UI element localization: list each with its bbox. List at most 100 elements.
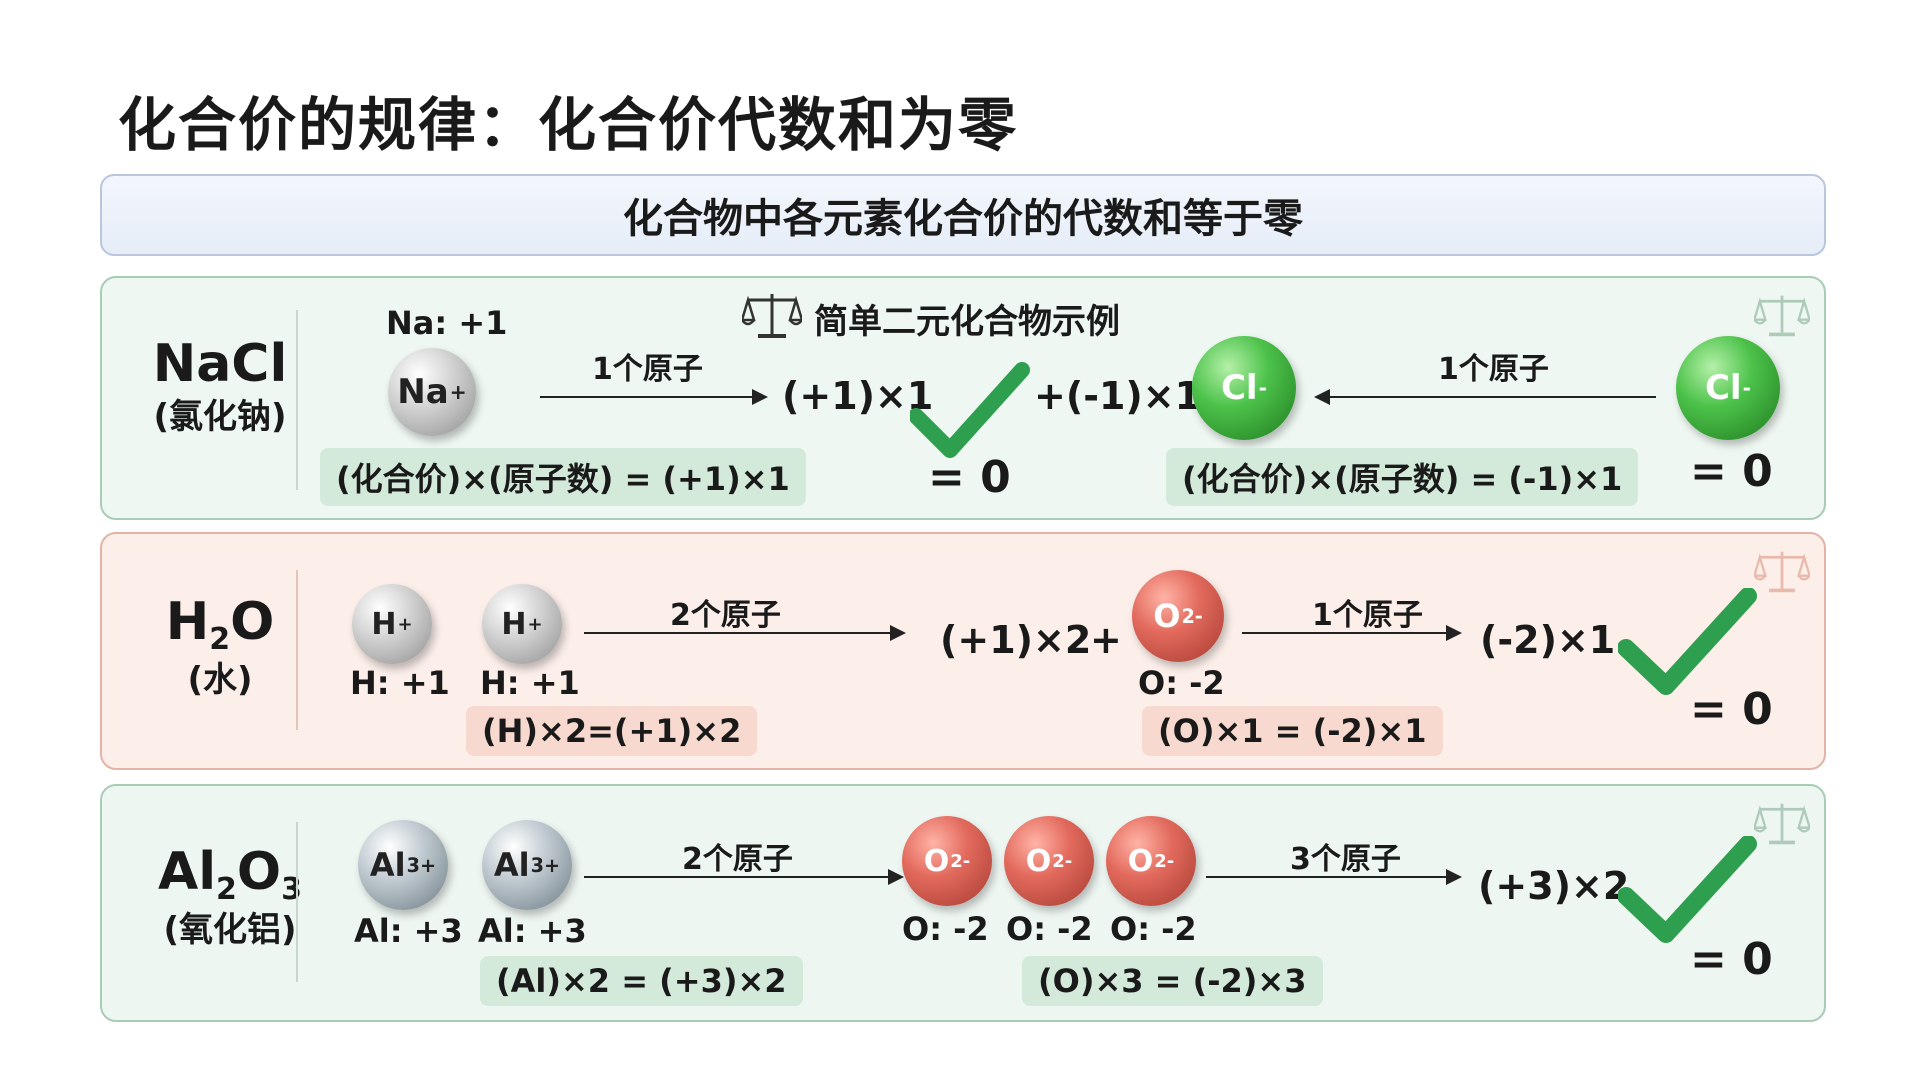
formula-h2o: H2O (水) — [120, 592, 320, 700]
formula-al2o3-sub1: 2 — [216, 872, 237, 907]
al2o3-arrow2-label: 3个原子 — [1290, 842, 1401, 877]
check-icon — [910, 362, 1030, 458]
h-label-2: H: +1 — [480, 664, 580, 702]
scale-icon-faint — [1754, 295, 1810, 337]
nacl-term1: (+1)×1 — [782, 374, 934, 418]
scale-icon-faint — [1754, 551, 1810, 593]
formula-nacl: NaCl (氯化钠) — [120, 334, 320, 438]
nacl-eq-right: = 0 — [1690, 446, 1773, 497]
cl-atom-center: Cl- — [1192, 336, 1296, 440]
al2o3-box-left: (Al)×2 = (+3)×2 — [480, 956, 803, 1006]
al-atom-2-symbol: Al — [493, 846, 530, 884]
cl-atom-right: Cl- — [1676, 336, 1780, 440]
o-atom-3-charge: 2- — [1154, 850, 1175, 872]
o-label-3: O: -2 — [1110, 910, 1197, 948]
formula-h2o-sub: 2 — [209, 622, 231, 657]
h-atom-1: H+ — [352, 584, 432, 664]
nacl-box-left: (化合价)×(原子数) = (+1)×1 — [320, 448, 806, 506]
al-label-2: Al: +3 — [478, 912, 587, 950]
al2o3-arrow1 — [584, 869, 904, 885]
o-atom-1-charge: 2- — [950, 850, 971, 872]
h-atom-2-symbol: H — [501, 606, 527, 642]
al-atom-2-charge: 3+ — [530, 853, 561, 877]
cl-atom-right-charge: - — [1742, 376, 1752, 400]
nacl-arrow1 — [540, 389, 768, 405]
nacl-term2: +(-1)×1 — [1034, 374, 1202, 418]
na-atom-charge: + — [449, 380, 467, 404]
nacl-arrow1-label: 1个原子 — [592, 352, 703, 387]
scale-icon — [742, 294, 802, 338]
scale-icon-faint — [1754, 803, 1810, 845]
formula-al2o3-cn: (氧化铝) — [163, 910, 297, 950]
h2o-arrow2-label: 1个原子 — [1312, 598, 1423, 633]
cl-atom-center-symbol: Cl — [1220, 368, 1258, 408]
o-label-2: O: -2 — [1006, 910, 1093, 948]
panel-divider — [296, 570, 298, 730]
h-atom-1-charge: + — [397, 613, 413, 635]
al2o3-eq: = 0 — [1690, 934, 1773, 985]
al-atom-1-symbol: Al — [369, 846, 406, 884]
formula-h2o-cn: (水) — [187, 660, 253, 700]
h2o-eq: = 0 — [1690, 684, 1773, 735]
o-atom-2-charge: 2- — [1052, 850, 1073, 872]
h2o-plus: + — [1090, 618, 1122, 662]
nacl-arrow2-label: 1个原子 — [1438, 352, 1549, 387]
formula-al2o3-sub2: 3 — [281, 872, 303, 907]
h2o-box-right: (O)×1 = (-2)×1 — [1142, 706, 1443, 756]
h-atom-2-charge: + — [527, 613, 543, 635]
al2o3-term1: (+3)×2 — [1478, 864, 1630, 908]
al2o3-box-right: (O)×3 = (-2)×3 — [1022, 956, 1323, 1006]
panel-divider — [296, 310, 298, 490]
check-icon — [1618, 836, 1757, 943]
o-label: O: -2 — [1138, 664, 1225, 702]
panel-divider — [296, 822, 298, 982]
al-label-1: Al: +3 — [354, 912, 463, 950]
o-atom-3-symbol: O — [1127, 843, 1154, 879]
nacl-box-right: (化合价)×(原子数) = (-1)×1 — [1166, 448, 1639, 506]
h2o-arrow1-label: 2个原子 — [670, 598, 781, 633]
h-atom-1-symbol: H — [371, 606, 397, 642]
rule-banner-text: 化合物中各元素化合价的代数和等于零 — [623, 196, 1303, 242]
nacl-heading: 简单二元化合物示例 — [814, 302, 1120, 342]
h2o-box-left: (H)×2=(+1)×2 — [466, 706, 758, 756]
formula-al2o3: Al2O3 (氧化铝) — [120, 842, 340, 950]
page-title: 化合价的规律：化合价代数和为零 — [118, 91, 1019, 159]
o-atom-symbol: O — [1153, 597, 1181, 635]
formula-h2o-h: H — [165, 592, 210, 652]
na-atom-symbol: Na — [397, 372, 449, 412]
al2o3-arrow2 — [1206, 869, 1462, 885]
o-atom-charge: 2- — [1181, 604, 1203, 628]
h-atom-2: H+ — [482, 584, 562, 664]
check-icon — [1618, 588, 1757, 695]
panel-nacl: NaCl (氯化钠) 简单二元化合物示例 Na: +1 Na+ — [100, 276, 1826, 520]
na-atom: Na+ — [388, 348, 476, 436]
formula-nacl-cn: (氯化钠) — [153, 397, 287, 438]
al-atom-1-charge: 3+ — [406, 853, 437, 877]
formula-al2o3-al: Al — [157, 842, 217, 902]
rule-banner: 化合物中各元素化合价的代数和等于零 — [100, 174, 1826, 256]
formula-al2o3-o: O — [236, 842, 282, 902]
h2o-arrow1 — [584, 625, 906, 641]
h-label-1: H: +1 — [350, 664, 450, 702]
nacl-eq-center: = 0 — [928, 452, 1011, 503]
nacl-arrow2 — [1314, 389, 1656, 405]
h2o-term2: (-2)×1 — [1480, 618, 1616, 662]
o-label-1: O: -2 — [902, 910, 989, 948]
cl-atom-center-charge: - — [1258, 376, 1268, 400]
formula-h2o-o: O — [230, 592, 275, 652]
na-valence-label: Na: +1 — [386, 304, 508, 342]
h2o-term1: (+1)×2 — [940, 618, 1092, 662]
cl-atom-right-symbol: Cl — [1704, 368, 1742, 408]
o-atom-1-symbol: O — [923, 843, 950, 879]
h2o-arrow2 — [1242, 625, 1462, 641]
panel-h2o: H2O (水) H+ H: +1 H+ H: +1 2个原子 (+1)×2 + … — [100, 532, 1826, 770]
formula-nacl-main: NaCl — [152, 334, 288, 394]
